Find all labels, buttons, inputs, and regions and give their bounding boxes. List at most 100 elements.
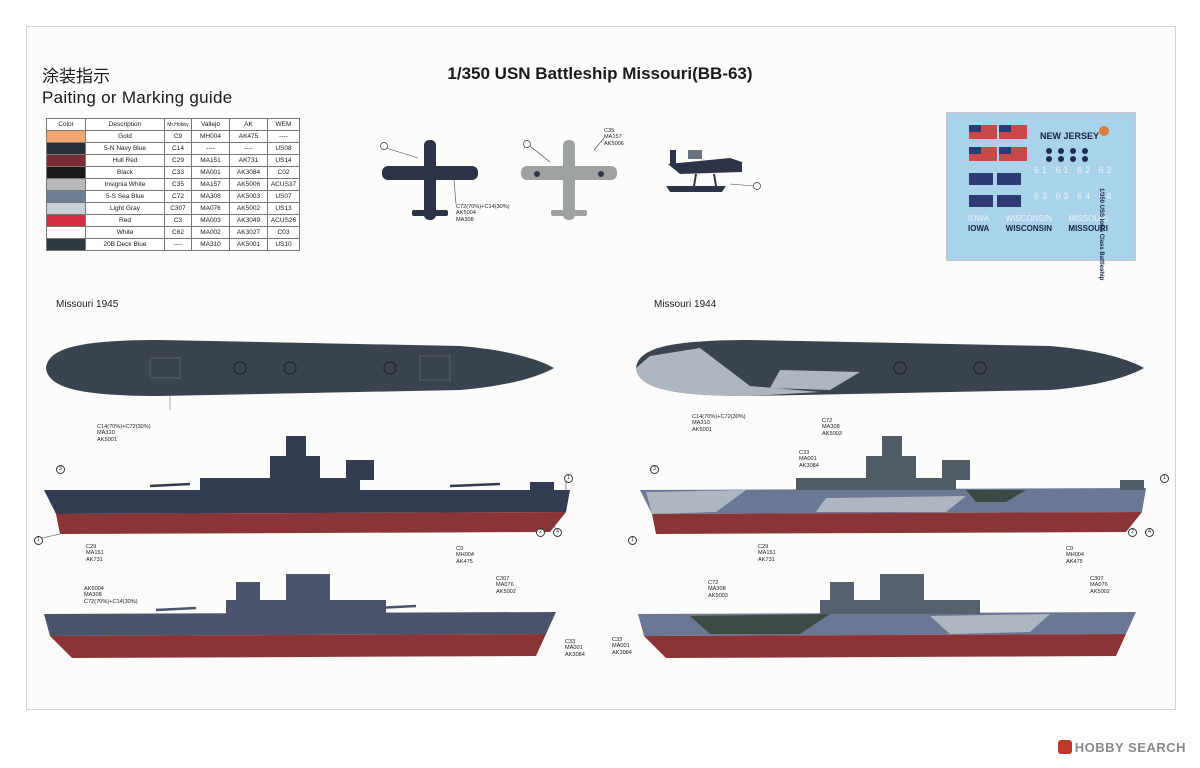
decal-name-wisconsin: WISCONSIN (1005, 224, 1052, 233)
header-wem: WEM (267, 118, 300, 131)
callout-boot-1944: C33 MA001 AK3084 (612, 637, 632, 656)
cell-wem: US07 (267, 190, 300, 203)
cell-ak: AK5003 (229, 190, 268, 203)
decal-sheet-art (969, 125, 1109, 207)
callout-side-a-1944: C72 MA308 AK5003 (708, 580, 728, 599)
header-vallejo: Vallejo (191, 118, 230, 131)
header-mrhobby: Mr.Hobby (164, 118, 192, 131)
cell-vallejo: MA157 (191, 178, 230, 191)
callout-deck-b-1944: C72 MA308 AK5003 (822, 418, 842, 437)
watermark: HOBBY SEARCH (1057, 740, 1186, 755)
color-swatch (46, 178, 86, 191)
callout-side-b-1945: C307 MA076 AK5002 (496, 576, 516, 595)
cell-wem: ACUS26 (267, 214, 300, 227)
cell-vallejo: MA308 (191, 190, 230, 203)
callout-top-1944: C33 MA001 AK3084 (799, 450, 819, 469)
color-swatch (46, 166, 86, 179)
color-table: Color Description Mr.Hobby Vallejo AK WE… (46, 118, 300, 251)
cell-desc: 5-N Navy Blue (85, 142, 165, 155)
decal-name-iowa: IOWA (968, 224, 990, 233)
callout-side-b-1944: C307 MA076 AK5002 (1090, 576, 1110, 595)
cell-mrhobby: C3 (164, 214, 192, 227)
callout-hull-1945: C29 MA151 AK731 (86, 544, 104, 563)
decal-number: 62 (1077, 165, 1094, 175)
decal-number: 63 (1055, 191, 1072, 201)
callout-screw-1944: C9 MH004 AK475 (1066, 546, 1085, 565)
cell-wem: US13 (267, 202, 300, 215)
decal-name-wisconsin-light: WISCONSIN (1005, 214, 1052, 223)
aircraft-bottom-view-light (521, 140, 617, 220)
callout-hull-1944: C29 MA151 AK731 (758, 544, 776, 563)
header-color: Color (46, 118, 86, 131)
cell-wem: US14 (267, 154, 300, 167)
watermark-text: HOBBY SEARCH (1074, 740, 1186, 755)
cell-desc: Black (85, 166, 165, 179)
cell-mrhobby: C62 (164, 226, 192, 239)
title-english: Paiting or Marking guide (42, 88, 233, 107)
cell-wem: US08 (267, 142, 300, 155)
decal-number: 61 (1034, 165, 1051, 175)
cell-ak: AK5006 (229, 178, 268, 191)
header-ak: AK (229, 118, 268, 131)
color-swatch (46, 214, 86, 227)
ship-deck-plan-1945 (46, 340, 554, 410)
cell-ak: AK5001 (229, 238, 268, 251)
cell-vallejo: MA002 (191, 226, 230, 239)
cell-ak: AK3027 (229, 226, 268, 239)
cell-wem: ---- (267, 130, 300, 143)
decal-names-row: IOWA WISCONSIN MISSOURI (968, 224, 1108, 233)
cell-mrhobby: C72 (164, 190, 192, 203)
color-swatch (46, 238, 86, 251)
cell-ak: ---- (229, 142, 268, 155)
aircraft-callout-b: C35 MA157 AK5006 (604, 128, 624, 147)
cell-ak: AK5002 (229, 202, 268, 215)
cell-ak: AK3049 (229, 214, 268, 227)
aircraft-callout-a: C72(70%)+C14(30%) AK5004 MA308 (456, 204, 510, 223)
number-marker: 1 (564, 474, 573, 483)
aircraft-drawings (380, 137, 761, 220)
cell-desc: Red (85, 214, 165, 227)
cell-ak: AK3084 (229, 166, 268, 179)
number-marker: 1 (628, 536, 637, 545)
cell-wem: C02 (267, 166, 300, 179)
number-marker: 3 (56, 465, 65, 474)
cell-desc: 20B Deck Blue (85, 238, 165, 251)
decal-hull-numbers-b: 63 63 64 64 (1034, 191, 1115, 201)
hobby-search-logo-icon (1057, 740, 1072, 754)
cell-vallejo: MH004 (191, 130, 230, 143)
cell-mrhobby: C33 (164, 166, 192, 179)
number-marker: 1 (1160, 474, 1169, 483)
title-chinese: 涂装指示 (42, 67, 110, 86)
cell-ak: AK731 (229, 154, 268, 167)
color-swatch (46, 202, 86, 215)
ship-side-view-1945-b (44, 574, 556, 658)
number-marker: 2 (536, 528, 545, 537)
callout-side-a-1945: AK5004 MA308 C72(70%)+C14(30%) (84, 586, 138, 605)
ship-label-1945: Missouri 1945 (56, 299, 119, 310)
callout-screw-1945: C9 MH004 AK475 (456, 546, 475, 565)
decal-number: 64 (1098, 191, 1115, 201)
decal-names-light-row: IOWA WISCONSIN MISSOURI (968, 214, 1108, 223)
ship-side-view-1945 (41, 436, 570, 539)
page-title: 1/350 USN Battleship Missouri(BB-63) (447, 64, 753, 83)
color-swatch (46, 226, 86, 239)
decal-hull-numbers-a: 61 61 62 62 (1034, 165, 1115, 175)
cell-desc: 5-S Sea Blue (85, 190, 165, 203)
cell-vallejo: MA076 (191, 202, 230, 215)
ship-label-1944: Missouri 1944 (654, 299, 717, 310)
cell-desc: White (85, 226, 165, 239)
cell-vallejo: MA001 (191, 166, 230, 179)
cell-vallejo: MA003 (191, 214, 230, 227)
decal-name-missouri-light: MISSOURI (1068, 214, 1108, 223)
cell-desc: Hull Red (85, 154, 165, 167)
number-marker: 3 (650, 465, 659, 474)
aircraft-top-view-dark (382, 140, 478, 220)
cell-wem: C03 (267, 226, 300, 239)
